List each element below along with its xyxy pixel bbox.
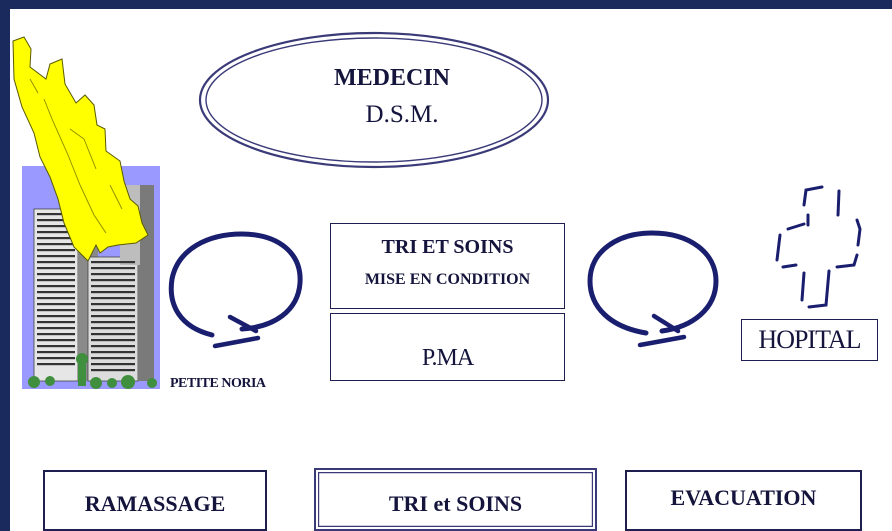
diagram-art [12,31,862,389]
ramassage-box [43,470,267,531]
hospital-cross-icon [775,185,862,309]
medecin-ellipse [198,31,550,169]
loop-arrow-icon [168,231,303,349]
trees [28,353,157,389]
loop-arrow-icon [587,230,719,348]
pma-box [330,313,565,381]
hopital-label: HOPITAL [758,325,861,354]
hopital-box [741,319,878,361]
slide: MEDECIN D.S.M. TRI ET SOINS MISE EN COND… [10,9,892,531]
mise-en-condition-label: MISE EN CONDITION [364,271,531,288]
burning-building-icon [12,36,160,389]
ramassage-label: RAMASSAGE [84,491,226,516]
tri-et-soins-label: TRI et SOINS [388,491,523,516]
petite-noria-label: PETITE NORIA [170,376,266,391]
building-windows [37,213,75,366]
medecin-title: MEDECIN [334,65,451,91]
tri-soins-box [330,223,565,309]
dsm-label: D.S.M. [365,101,439,128]
building-windows [91,261,135,372]
tri-et-soins-box [314,468,597,531]
evacuation-box [625,470,862,531]
tri-soins-label: TRI ET SOINS [381,236,514,258]
evacuation-label: EVACUATION [670,485,817,510]
pma-label: P.MA [421,345,474,371]
